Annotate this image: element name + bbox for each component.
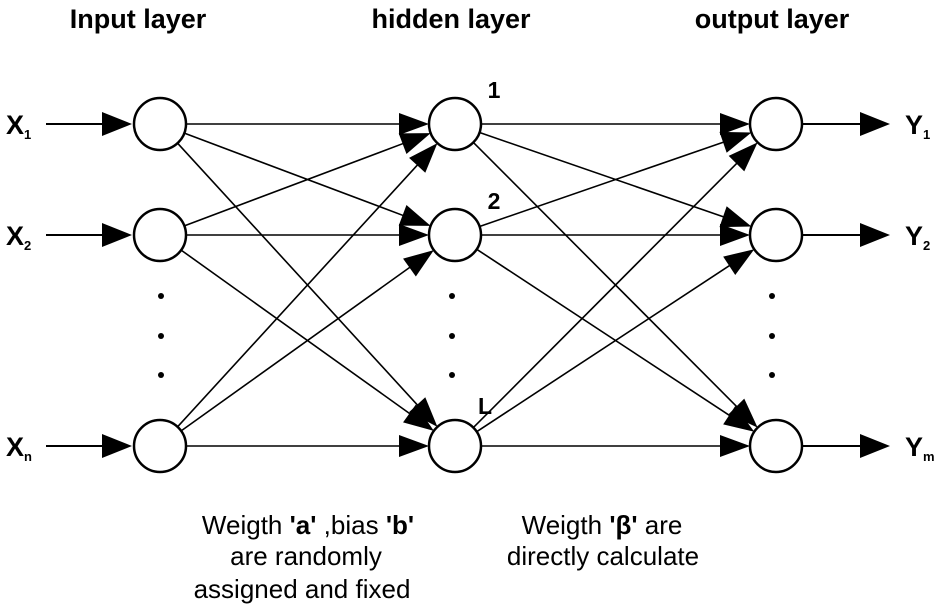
edge-input2-hidden1-arrowhead xyxy=(398,133,431,155)
hidden-label-1: 1 xyxy=(488,77,501,103)
hidden-node-2 xyxy=(427,207,483,263)
nodes xyxy=(132,96,804,474)
input-ellipsis xyxy=(158,293,164,378)
caption-right-line1: Weigth 'β' are xyxy=(522,510,683,540)
output-arrowhead-3 xyxy=(860,434,890,458)
caption-left: Weigth 'a' ,bias 'b' are randomly assign… xyxy=(194,510,414,604)
output-ellipsis xyxy=(769,293,775,378)
output-label-y2: Y2 xyxy=(905,221,930,253)
output-label-ym: Ym xyxy=(905,432,935,464)
hidden-ellipsis xyxy=(449,293,455,378)
edge-hidden2-output3 xyxy=(476,248,733,419)
edge-hidden2-output2-arrowhead xyxy=(720,224,750,246)
caption-left-line1: Weigth 'a' ,bias 'b' xyxy=(202,510,414,540)
output-node-2 xyxy=(748,207,804,263)
edge-input2-hidden1 xyxy=(184,141,407,227)
hidden-label-2: 2 xyxy=(488,188,501,214)
io-arrows xyxy=(46,112,890,458)
input-arrowhead-1 xyxy=(102,112,132,136)
input-layer-title: Input layer xyxy=(70,4,207,34)
connections xyxy=(176,113,758,457)
edge-input2-hidden3 xyxy=(180,249,414,417)
edge-hidden1-output3-arrowhead xyxy=(728,398,758,428)
edge-input1-hidden3-arrowhead xyxy=(409,397,438,427)
input-label-x1: X1 xyxy=(6,110,31,142)
edge-input3-hidden3-arrowhead xyxy=(399,435,429,457)
input-node-2 xyxy=(132,207,188,263)
caption-left-line3: assigned and fixed xyxy=(194,574,411,604)
edge-hidden3-output2 xyxy=(476,262,733,433)
hidden-layer-title: hidden layer xyxy=(371,4,531,34)
edge-hidden3-output1 xyxy=(472,160,740,429)
input-label-xn: Xn xyxy=(6,432,32,464)
input-node-1 xyxy=(132,96,188,152)
output-arrowhead-2 xyxy=(860,223,890,247)
caption-left-line2: are randomly xyxy=(230,541,382,571)
edge-input3-hidden1 xyxy=(176,161,421,428)
edge-input1-hidden1-arrowhead xyxy=(399,113,429,135)
edge-hidden3-output2-arrowhead xyxy=(723,249,755,275)
edge-hidden3-output3-arrowhead xyxy=(720,435,750,457)
edge-input2-hidden2-arrowhead xyxy=(399,224,429,246)
edge-input3-hidden2-arrowhead xyxy=(403,250,434,277)
edge-input1-hidden3 xyxy=(176,142,421,409)
caption-right: Weigth 'β' are directly calculate xyxy=(507,510,699,571)
edge-hidden2-output3-arrowhead xyxy=(723,406,755,432)
edge-input3-hidden1-arrowhead xyxy=(409,143,438,173)
input-arrowhead-2 xyxy=(102,223,132,247)
edge-hidden1-output3 xyxy=(472,141,740,410)
edge-hidden1-output1-arrowhead xyxy=(720,113,750,135)
output-label-y1: Y1 xyxy=(905,110,930,142)
input-arrowhead-3 xyxy=(102,434,132,458)
edge-input1-hidden2 xyxy=(184,132,407,218)
output-node-1 xyxy=(748,96,804,152)
edge-hidden1-output2 xyxy=(479,131,728,219)
hidden-node-l xyxy=(427,418,483,474)
hidden-node-1 xyxy=(427,96,483,152)
edge-input2-hidden3-arrowhead xyxy=(403,404,434,431)
output-arrowhead-1 xyxy=(860,112,890,136)
hidden-label-l: L xyxy=(478,393,492,419)
edge-input3-hidden2 xyxy=(180,264,414,432)
input-node-n xyxy=(132,418,188,474)
input-label-x2: X2 xyxy=(6,221,31,253)
caption-right-line2: directly calculate xyxy=(507,541,699,571)
edge-hidden3-output1-arrowhead xyxy=(728,142,758,172)
edge-input1-hidden2-arrowhead xyxy=(398,204,431,226)
output-layer-title: output layer xyxy=(695,4,850,34)
edge-hidden2-output1-arrowhead xyxy=(719,131,752,153)
output-node-m xyxy=(748,418,804,474)
edge-hidden2-output1 xyxy=(479,140,728,228)
edge-hidden1-output2-arrowhead xyxy=(719,206,752,228)
